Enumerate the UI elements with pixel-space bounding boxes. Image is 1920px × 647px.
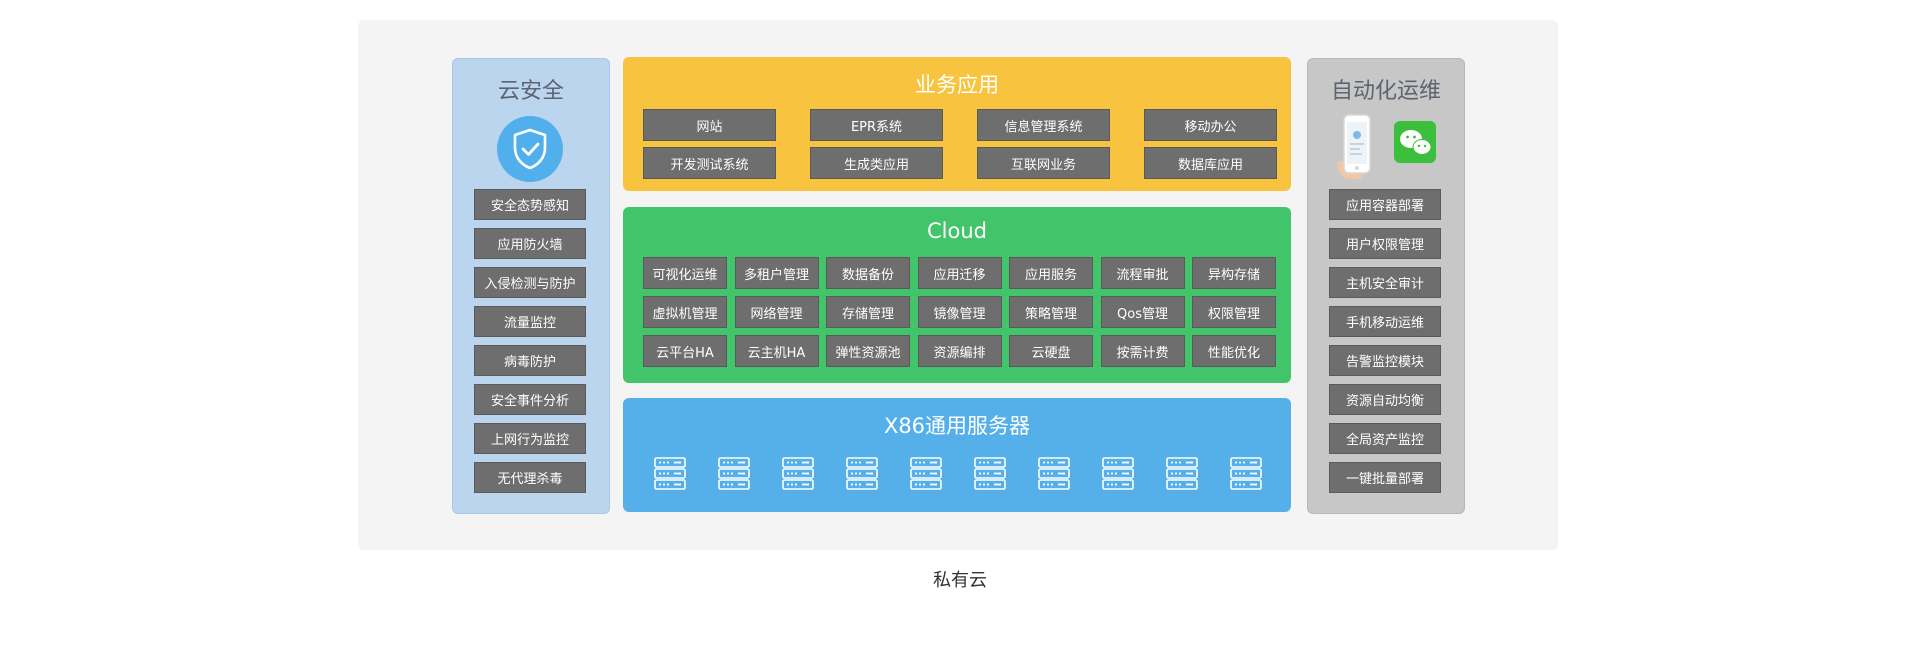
cloud-item: 虚拟机管理 [643, 296, 727, 328]
business-item: 开发测试系统 [643, 147, 776, 179]
ops-item: 一键批量部署 [1329, 462, 1441, 493]
ops-item: 全局资产监控 [1329, 423, 1441, 454]
server-icon [654, 457, 686, 490]
security-item: 入侵检测与防护 [474, 267, 586, 298]
business-item: 互联网业务 [977, 147, 1110, 179]
cloud-item: 异构存储 [1192, 257, 1276, 289]
shield-icon [497, 116, 563, 182]
security-item: 无代理杀毒 [474, 462, 586, 493]
cloud-item: 应用服务 [1009, 257, 1093, 289]
server-icon [974, 457, 1006, 490]
server-icon [910, 457, 942, 490]
server-icon [846, 457, 878, 490]
cloud-item: 多租户管理 [734, 257, 819, 289]
automated-ops-column: 自动化运维 应用容器部署 [1307, 58, 1465, 514]
phone-icon [1337, 114, 1371, 179]
server-icon [1038, 457, 1070, 490]
security-item: 上网行为监控 [474, 423, 586, 454]
ops-item: 应用容器部署 [1329, 189, 1441, 220]
cloud-security-column: 云安全 安全态势感知 应用防火墙 入侵检测与防护 流量监控 病毒防护 安全事件分… [452, 58, 610, 514]
cloud-title: Cloud [927, 219, 987, 243]
cloud-item: 权限管理 [1192, 296, 1276, 328]
cloud-item: 存储管理 [826, 296, 910, 328]
business-item: EPR系统 [810, 109, 943, 141]
server-icon [718, 457, 750, 490]
wechat-icon [1394, 121, 1436, 163]
server-icon [1166, 457, 1198, 490]
cloud-item: 网络管理 [734, 296, 819, 328]
ops-item: 告警监控模块 [1329, 345, 1441, 376]
server-icon [1230, 457, 1262, 490]
cloud-item: Qos管理 [1100, 296, 1185, 328]
business-apps-title: 业务应用 [915, 73, 999, 97]
cloud-item: 云主机HA [734, 335, 819, 367]
security-item: 安全事件分析 [474, 384, 586, 415]
business-apps-block: 业务应用 网站 EPR系统 信息管理系统 移动办公 开发测试系统 生成类应用 互… [623, 57, 1291, 191]
server-icon [782, 457, 814, 490]
cloud-item: 性能优化 [1192, 335, 1276, 367]
cloud-item: 云硬盘 [1009, 335, 1093, 367]
cloud-block: Cloud 可视化运维 多租户管理 数据备份 应用迁移 应用服务 流程审批 异构… [623, 207, 1291, 383]
security-item: 应用防火墙 [474, 228, 586, 259]
business-item: 信息管理系统 [977, 109, 1110, 141]
security-item: 病毒防护 [474, 345, 586, 376]
cloud-item: 按需计费 [1100, 335, 1185, 367]
server-icon-row [653, 456, 1263, 492]
business-item: 数据库应用 [1144, 147, 1277, 179]
ops-item: 用户权限管理 [1329, 228, 1441, 259]
security-item: 流量监控 [474, 306, 586, 337]
business-item: 移动办公 [1144, 109, 1277, 141]
diagram-caption: 私有云 [933, 570, 987, 591]
cloud-item: 镜像管理 [917, 296, 1002, 328]
business-item: 生成类应用 [810, 147, 943, 179]
cloud-item: 流程审批 [1100, 257, 1185, 289]
x86-servers-block: X86通用服务器 [623, 398, 1291, 512]
x86-servers-title: X86通用服务器 [883, 414, 1031, 438]
ops-icons [1334, 111, 1440, 183]
cloud-item: 弹性资源池 [826, 335, 910, 367]
ops-item: 资源自动均衡 [1329, 384, 1441, 415]
ops-item: 主机安全审计 [1329, 267, 1441, 298]
cloud-security-title: 云安全 [497, 79, 564, 104]
cloud-item: 数据备份 [826, 257, 910, 289]
security-item: 安全态势感知 [474, 189, 586, 220]
ops-item: 手机移动运维 [1329, 306, 1441, 337]
cloud-item: 应用迁移 [917, 257, 1002, 289]
automated-ops-title: 自动化运维 [1330, 79, 1441, 104]
cloud-item: 策略管理 [1009, 296, 1093, 328]
cloud-item: 可视化运维 [643, 257, 727, 289]
cloud-item: 资源编排 [917, 335, 1002, 367]
server-icon [1102, 457, 1134, 490]
cloud-item: 云平台HA [643, 335, 727, 367]
business-item: 网站 [643, 109, 776, 141]
